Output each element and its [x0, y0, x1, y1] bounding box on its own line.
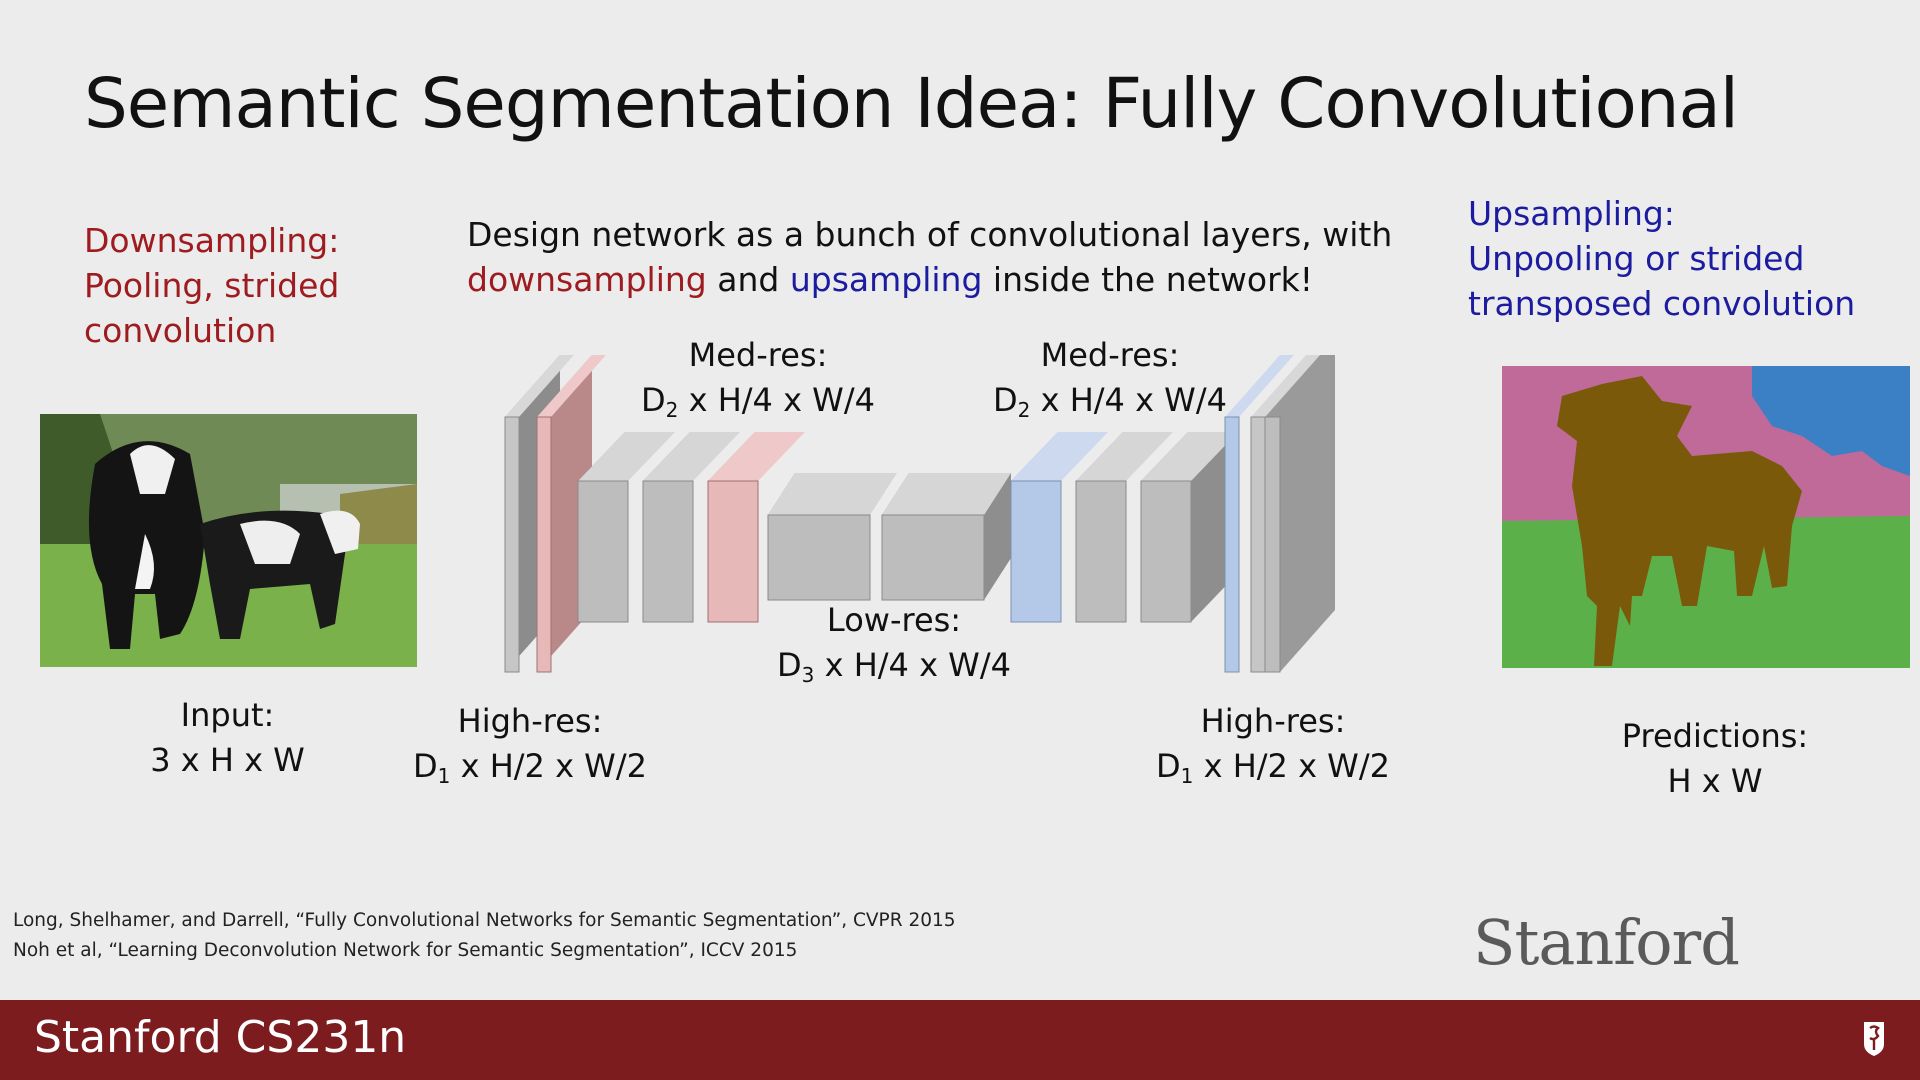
high-res-right-label: High-res: D1 x H/2 x W/2 — [1148, 699, 1398, 789]
dim-rest: x H/2 x W/2 — [1193, 747, 1390, 785]
dim-rest: x H/2 x W/2 — [450, 747, 647, 785]
downsampling-note-line: convolution — [84, 308, 339, 353]
dim-d: D — [993, 381, 1018, 419]
upsampling-note-line: Upsampling: — [1468, 191, 1855, 236]
dim-subscript: 2 — [666, 398, 679, 422]
high-res-left-title: High-res: — [405, 699, 655, 744]
network-description: Design network as a bunch of convolution… — [467, 212, 1392, 302]
dim-d: D — [777, 646, 802, 684]
downsampling-note-line: Pooling, strided — [84, 263, 339, 308]
and-word: and — [707, 260, 790, 299]
dim-d: D — [413, 747, 438, 785]
med-res-left-title: Med-res: — [630, 333, 886, 378]
dim-subscript: 1 — [1181, 764, 1194, 788]
reference-item: Long, Shelhamer, and Darrell, “Fully Con… — [13, 906, 956, 936]
reference-item: Noh et al, “Learning Deconvolution Netwo… — [13, 936, 956, 966]
input-label-dims: 3 x H x W — [140, 738, 315, 783]
layer-low-res-2 — [882, 473, 1011, 600]
high-res-left-label: High-res: D1 x H/2 x W/2 — [405, 699, 655, 789]
downsampling-word: downsampling — [467, 260, 707, 299]
predictions-title: Predictions: — [1590, 714, 1840, 759]
low-res-label: Low-res: D3 x H/4 x W/4 — [766, 598, 1022, 688]
slide-title: Semantic Segmentation Idea: Fully Convol… — [84, 64, 1738, 144]
predictions-label: Predictions: H x W — [1590, 714, 1840, 804]
stanford-seal-icon — [1862, 1018, 1886, 1058]
upsampling-word: upsampling — [790, 260, 983, 299]
dim-subscript: 2 — [1018, 398, 1031, 422]
med-res-left-dims: D2 x H/4 x W/4 — [630, 378, 886, 423]
layer-med-res-right-2 — [1141, 432, 1238, 622]
input-label: Input: 3 x H x W — [140, 693, 315, 783]
course-name: Stanford CS231n — [34, 1012, 406, 1063]
description-tail: inside the network! — [982, 260, 1313, 299]
cow-photo — [40, 414, 417, 667]
input-label-title: Input: — [140, 693, 315, 738]
low-res-title: Low-res: — [766, 598, 1022, 643]
dim-d: D — [641, 381, 666, 419]
upsampling-note-line: Unpooling or strided — [1468, 236, 1855, 281]
med-res-right-dims: D2 x H/4 x W/4 — [982, 378, 1238, 423]
downsampling-note: Downsampling: Pooling, strided convoluti… — [84, 218, 339, 353]
high-res-right-title: High-res: — [1148, 699, 1398, 744]
description-line-2: downsampling and upsampling inside the n… — [467, 257, 1392, 302]
med-res-right-title: Med-res: — [982, 333, 1238, 378]
stanford-wordmark-logo: Stanford — [1473, 906, 1739, 979]
upsampling-note: Upsampling: Unpooling or strided transpo… — [1468, 191, 1855, 326]
dim-rest: x H/4 x W/4 — [1030, 381, 1227, 419]
references: Long, Shelhamer, and Darrell, “Fully Con… — [13, 906, 956, 966]
description-line-1: Design network as a bunch of convolution… — [467, 212, 1392, 257]
dim-subscript: 3 — [802, 663, 815, 687]
dim-subscript: 1 — [438, 764, 451, 788]
segmentation-map — [1502, 366, 1910, 668]
downsampling-note-line: Downsampling: — [84, 218, 339, 263]
dim-d: D — [1156, 747, 1181, 785]
high-res-right-dims: D1 x H/2 x W/2 — [1148, 744, 1398, 789]
low-res-dims: D3 x H/4 x W/4 — [766, 643, 1022, 688]
upsampling-note-line: transposed convolution — [1468, 281, 1855, 326]
footer-bar: Stanford CS231n — [0, 1000, 1920, 1080]
med-res-left-label: Med-res: D2 x H/4 x W/4 — [630, 333, 886, 423]
med-res-right-label: Med-res: D2 x H/4 x W/4 — [982, 333, 1238, 423]
dim-rest: x H/4 x W/4 — [814, 646, 1011, 684]
predictions-dims: H x W — [1590, 759, 1840, 804]
dim-rest: x H/4 x W/4 — [678, 381, 875, 419]
layer-low-res-1 — [768, 473, 897, 600]
high-res-left-dims: D1 x H/2 x W/2 — [405, 744, 655, 789]
